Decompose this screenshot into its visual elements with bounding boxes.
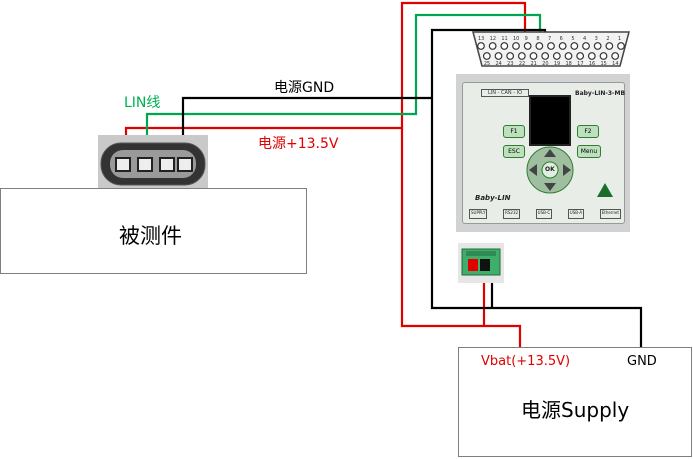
port-ethernet: Ethernet — [599, 209, 621, 219]
port-usb-c: USB-C — [535, 209, 553, 219]
power-gnd-label: 电源GND — [274, 80, 335, 96]
button-esc-label: ESC — [508, 148, 520, 155]
gnd-terminal-label: GND — [627, 354, 657, 369]
device-model: Baby-LIN-3-MB — [575, 90, 626, 97]
dsub-pin-11 — [500, 42, 509, 50]
button-menu-label: Menu — [580, 148, 598, 155]
dsub-pin-label: 22 — [519, 61, 525, 67]
button-f2[interactable]: F2 — [577, 125, 599, 138]
button-f1-label: F1 — [510, 128, 518, 135]
dsub-pin-label: 13 — [478, 36, 484, 42]
baby-lin-device: LIN - CAN - IO Baby-LIN-3-MB F1 F2 ESC M… — [456, 74, 630, 232]
dsub-pin-label: 24 — [496, 61, 502, 67]
dsub-pin-label: 8 — [536, 36, 539, 42]
dsub-pin-16 — [587, 52, 596, 60]
dsub-pin-10 — [512, 42, 520, 50]
button-esc[interactable]: ESC — [503, 145, 525, 158]
dsub-pin-label: 4 — [583, 36, 586, 42]
button-ok-label[interactable]: OK — [545, 166, 555, 173]
port-rs232: RS232 — [503, 209, 521, 219]
dsub-pin-label: 19 — [554, 61, 560, 67]
warning-triangle-icon — [597, 183, 613, 197]
dsub-pin-14 — [611, 52, 620, 60]
dsub-pin-4 — [582, 42, 590, 50]
port-supply: SUPPLY — [469, 209, 488, 219]
dsub-pin-15 — [599, 52, 608, 60]
dpad-drawing — [526, 146, 613, 197]
terminal-drawing — [461, 248, 501, 276]
dsub-pin-20 — [541, 52, 550, 60]
button-menu[interactable]: Menu — [577, 145, 601, 158]
lin-wire-label: LIN线 — [124, 95, 161, 111]
wire-green-lin — [145, 13, 542, 158]
dsub-pin-5 — [570, 42, 579, 50]
dsub-pin-label: 23 — [507, 61, 513, 67]
arrow-up-icon — [544, 149, 556, 157]
connector-drawing — [100, 142, 206, 186]
dsub-pin-8 — [535, 42, 544, 50]
dsub-pin-6 — [558, 42, 567, 50]
dsub-pin-label: 20 — [542, 61, 548, 67]
dsub-pin-24 — [494, 52, 503, 60]
dsub-pin-17 — [576, 52, 585, 60]
dsub-pin-label: 3 — [595, 36, 598, 42]
dsub-pin-18 — [564, 52, 573, 60]
dsub-pin-label: 1 — [618, 36, 621, 42]
supply-box: 电源Supply Vbat(+13.5V) GND — [458, 347, 692, 457]
dsub-pin-label: 14 — [612, 61, 618, 67]
supply-label: 电源Supply — [521, 398, 630, 422]
arrow-left-icon — [529, 164, 537, 176]
arrow-down-icon — [544, 183, 556, 191]
dsub-pin-label: 5 — [571, 36, 574, 42]
power-plus-label: 电源+13.5V — [258, 136, 339, 152]
dsub-pin-7 — [547, 42, 555, 50]
dsub-pin-19 — [552, 52, 561, 60]
dsub-pin-label: 25 — [484, 61, 490, 67]
green-terminal-block — [458, 243, 504, 283]
dsub-pin-12 — [488, 42, 497, 50]
dsub-pin-label: 21 — [531, 61, 537, 67]
dsub-pin-22 — [517, 52, 526, 60]
dsub-pin-label: 17 — [577, 61, 583, 67]
dsub-pin-label: 18 — [566, 61, 572, 67]
dsub-pin-label: 10 — [513, 36, 519, 42]
dsub-pin-23 — [506, 52, 515, 60]
dsub-pin-label: 9 — [525, 36, 528, 42]
dsub-pin-label: 16 — [589, 61, 595, 67]
dsub-pin-9 — [523, 42, 532, 50]
button-f2-label: F2 — [584, 128, 592, 135]
device-badge: LIN - CAN - IO — [481, 89, 530, 97]
dsub-pin-21 — [529, 52, 538, 60]
dsub-pin-2 — [605, 42, 614, 50]
arrow-right-icon — [563, 164, 571, 176]
vbat-label: Vbat(+13.5V) — [481, 354, 571, 369]
dsub-pin-label: 12 — [490, 36, 496, 42]
device-panel: LIN - CAN - IO Baby-LIN-3-MB F1 F2 ESC M… — [462, 82, 625, 224]
dsub-pin-1 — [617, 42, 625, 50]
dut-box: 被测件 — [0, 188, 307, 274]
wire-red-main — [400, 1, 527, 349]
dsub-pin-label: 2 — [606, 36, 609, 42]
dsub-pin-25 — [482, 52, 491, 60]
dsub-pin-label: 6 — [560, 36, 563, 42]
device-brand: Baby-LIN — [475, 194, 511, 202]
dsub-pin-3 — [593, 42, 602, 50]
dut-label: 被测件 — [119, 224, 182, 248]
dut-connector — [98, 135, 208, 190]
dsub-pin-label: 15 — [601, 61, 607, 67]
port-labels: SUPPLY RS232 USB-C USB-A Ethernet — [469, 209, 621, 219]
dsub-pin-label: 11 — [501, 36, 507, 42]
dsub-pin-13 — [477, 42, 485, 50]
device-display — [529, 95, 571, 146]
dsub-pin-label: 7 — [548, 36, 551, 42]
button-f1[interactable]: F1 — [503, 125, 525, 138]
port-usb-a: USB-A — [567, 209, 585, 219]
